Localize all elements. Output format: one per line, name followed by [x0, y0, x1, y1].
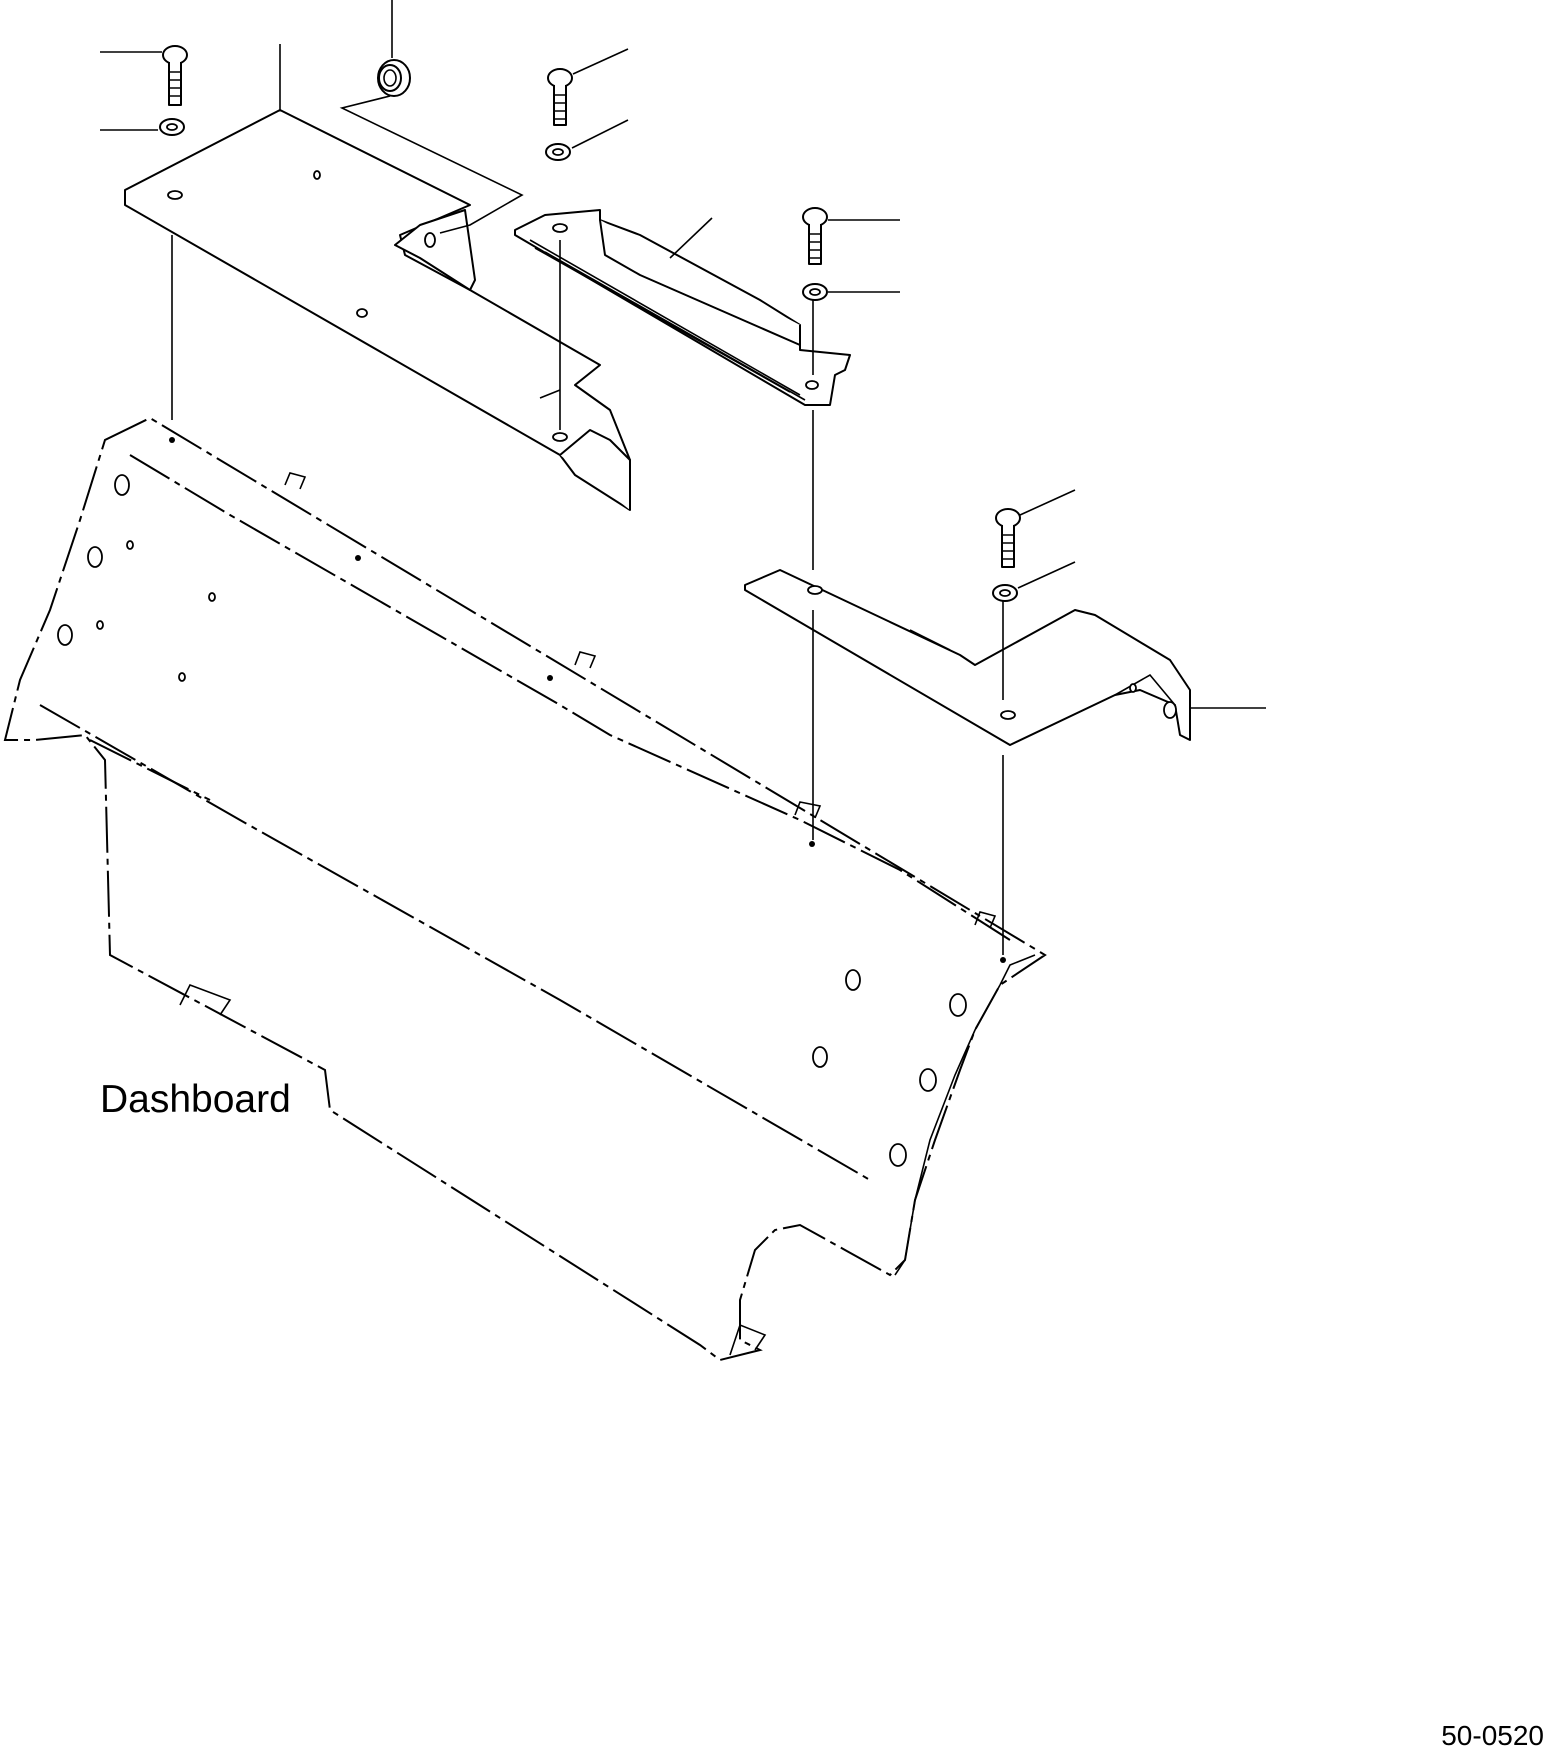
bolt-icon — [162, 45, 188, 106]
upper-left-cover — [124, 109, 631, 511]
callout-leaders — [100, 0, 1266, 709]
right-bracket — [744, 569, 1191, 746]
bolt-icon — [802, 207, 828, 265]
bolt-icon — [547, 68, 573, 126]
washer-icon — [992, 584, 1018, 602]
washer-icon — [802, 283, 828, 301]
grommet-icon — [377, 59, 411, 97]
washer-icon — [545, 143, 571, 161]
bolt-icon — [995, 508, 1021, 568]
center-bracket — [514, 209, 851, 406]
drawing-number: 50-0520 — [1441, 1720, 1544, 1750]
dashboard-label: Dashboard — [100, 1078, 291, 1121]
assembly-lines — [171, 235, 1004, 955]
dashboard-panel — [3, 416, 1047, 1362]
washer-icon — [159, 118, 185, 136]
